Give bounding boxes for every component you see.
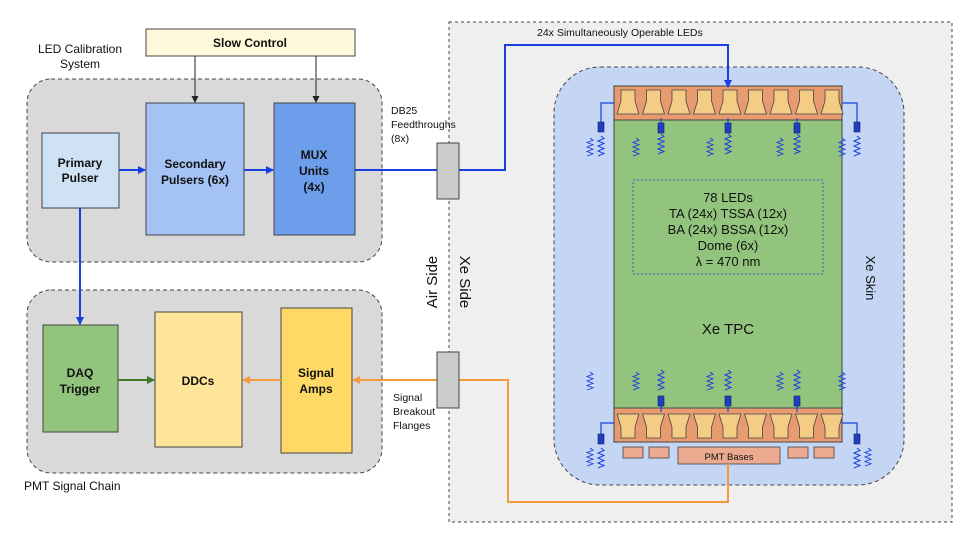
secondary-pulsers-label-2: Pulsers (6x): [161, 173, 229, 187]
signal-breakout-flange: [436, 351, 460, 409]
pmt-tube: [743, 89, 768, 115]
pmt-base-small: [648, 446, 670, 459]
secondary-pulsers-box: [145, 102, 245, 236]
db25-label-2: Feedthroughs: [391, 119, 456, 131]
pmt-tube: [616, 89, 640, 115]
pmt-base-small: [622, 446, 644, 459]
db25-label-3: (8x): [391, 133, 409, 145]
ddcs-box: [154, 311, 243, 448]
led-info-box: [632, 179, 824, 275]
primary-pulser-label-2: Pulser: [62, 171, 99, 185]
amps-label-2: Amps: [299, 382, 333, 396]
pmt-tube: [769, 89, 793, 115]
pmt-tube: [743, 413, 768, 439]
simultaneous-leds-label: 24x Simultaneously Operable LEDs: [537, 27, 703, 39]
led-info-bottom: BA (24x) BSSA (12x): [668, 222, 789, 237]
led-system-label-2: System: [60, 57, 100, 71]
pmt-tube: [718, 413, 742, 439]
led-system-label-1: LED Calibration: [38, 42, 122, 56]
daq-label-1: DAQ: [67, 366, 94, 380]
top-pmt-array: [613, 85, 844, 121]
xe-side-label: Xe Side: [456, 256, 473, 309]
pmt-base-small: [813, 446, 835, 459]
bottom-pmt-array: [613, 407, 844, 443]
pmt-tube: [641, 413, 666, 439]
primary-pulser-label-1: Primary: [58, 156, 103, 170]
pmt-tube: [641, 89, 666, 115]
xe-tpc-label: Xe TPC: [702, 321, 754, 338]
breakout-label-3: Flanges: [393, 420, 430, 432]
ddcs-label: DDCs: [182, 374, 215, 388]
mux-label-3: (4x): [303, 180, 324, 194]
pmt-tube: [794, 89, 819, 115]
primary-pulser-box: [41, 132, 120, 209]
pmt-tube: [820, 413, 844, 439]
pmt-bases-label: PMT Bases: [705, 452, 754, 463]
led-unit: [656, 369, 666, 412]
air-side-label: Air Side: [424, 256, 441, 309]
led-unit: [656, 118, 666, 155]
led-info-count: 78 LEDs: [703, 190, 753, 205]
pmt-base-small: [787, 446, 809, 459]
led-info-dome: Dome (6x): [698, 238, 759, 253]
xe-skin-label: Xe Skin: [863, 256, 878, 301]
db25-feedthrough-flange: [436, 142, 460, 200]
pmt-tube: [718, 89, 742, 115]
pmt-tube: [667, 89, 691, 115]
led-unit: [792, 369, 802, 412]
daq-label-2: Trigger: [60, 382, 101, 396]
led-info-wavelength: λ = 470 nm: [696, 254, 761, 269]
pmt-chain-label: PMT Signal Chain: [24, 479, 121, 493]
pmt-tube: [769, 413, 793, 439]
led-info-top: TA (24x) TSSA (12x): [669, 206, 787, 221]
mux-label-2: Units: [299, 164, 329, 178]
breakout-label-2: Breakout: [393, 406, 435, 418]
led-unit: [596, 433, 606, 469]
slow-control-box: [145, 28, 356, 57]
slow-control-label: Slow Control: [213, 36, 287, 50]
pmt-tube: [692, 89, 717, 115]
led-unit: [792, 118, 802, 155]
mux-units-box: [273, 102, 356, 236]
db25-label-1: DB25: [391, 105, 417, 117]
led-unit: [723, 369, 733, 412]
signal-amps-box: [280, 307, 353, 454]
led-groups: [585, 102, 873, 469]
led-unit: [852, 121, 862, 157]
led-unit: [723, 118, 733, 155]
secondary-pulsers-label-1: Secondary: [164, 157, 226, 171]
led-unit: [852, 433, 862, 469]
amps-label-1: Signal: [298, 366, 334, 380]
pmt-tube: [667, 413, 691, 439]
daq-trigger-box: [42, 324, 119, 433]
breakout-label-1: Signal: [393, 392, 422, 404]
pmt-tube: [820, 89, 844, 115]
pmt-tube: [794, 413, 819, 439]
mux-label-1: MUX: [301, 148, 328, 162]
pmt-tube: [692, 413, 717, 439]
led-unit: [596, 121, 606, 157]
pmt-tube: [616, 413, 640, 439]
